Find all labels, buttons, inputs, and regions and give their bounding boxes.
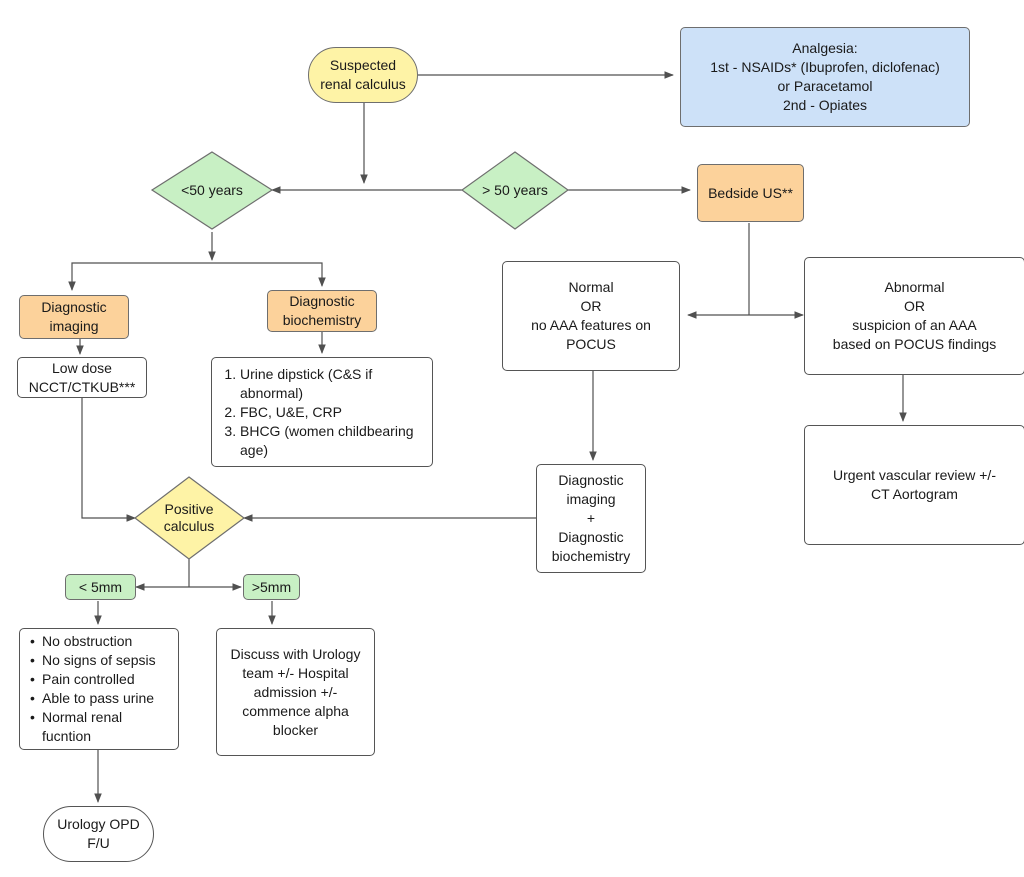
list-item: No signs of sepsis (30, 651, 172, 670)
under-5mm-node: < 5mm (65, 574, 136, 600)
conservative-criteria-node: No obstruction No signs of sepsis Pain c… (19, 628, 179, 750)
suspected-calculus-node: Suspected renal calculus (308, 47, 418, 103)
list-item: Pain controlled (30, 670, 172, 689)
biochemistry-list-node: Urine dipstick (C&S if abnormal) FBC, U&… (211, 357, 433, 467)
abnormal-pocus-node: Abnormal OR suspicion of an AAA based on… (804, 257, 1024, 375)
normal-pocus-node: Normal OR no AAA features on POCUS (502, 261, 680, 371)
bedside-us-node: Bedside US** (697, 164, 804, 222)
list-item: No obstruction (30, 632, 172, 651)
urgent-vascular-label: Urgent vascular review +/- CT Aortogram (832, 467, 996, 502)
analgesia-node: Analgesia: 1st - NSAIDs* (Ibuprofen, dic… (680, 27, 970, 127)
analgesia-label: Analgesia: 1st - NSAIDs* (Ibuprofen, dic… (710, 40, 940, 113)
list-item: BHCG (women childbearing age) (240, 422, 424, 460)
under50-diamond (150, 151, 274, 230)
over50-label: > 50 years (482, 181, 548, 198)
list-item: FBC, U&E, CRP (240, 403, 424, 422)
diagnostic-biochemistry-label: Diagnostic biochemistry (282, 293, 362, 328)
suspected-calculus-label: Suspected renal calculus (320, 57, 406, 92)
discuss-urology-label: Discuss with Urology team +/- Hospital a… (230, 645, 361, 738)
over50-diamond (460, 151, 570, 230)
under50-label: <50 years (181, 181, 243, 198)
discuss-urology-node: Discuss with Urology team +/- Hospital a… (216, 628, 375, 756)
bedside-us-label: Bedside US** (708, 184, 793, 201)
over-5mm-label: >5mm (251, 578, 292, 595)
edge-lowdose-positive (81, 398, 136, 522)
diagnostic-imaging-node: Diagnostic imaging (19, 295, 129, 339)
abnormal-pocus-label: Abnormal OR suspicion of an AAA based on… (832, 279, 997, 352)
edge-branch-imaging (68, 262, 212, 291)
imaging-biochemistry-node: Diagnostic imaging + Diagnostic biochemi… (536, 464, 646, 573)
list-item: Normal renal fucntion (30, 708, 172, 746)
positive-diamond (134, 476, 246, 560)
low-dose-ct-label: Low dose NCCT/CTKUB*** (28, 359, 136, 395)
biochemistry-list: Urine dipstick (C&S if abnormal) FBC, U&… (218, 365, 424, 460)
normal-pocus-label: Normal OR no AAA features on POCUS (531, 279, 651, 352)
low-dose-ct-node: Low dose NCCT/CTKUB*** (17, 357, 147, 398)
urology-opd-label: Urology OPD F/U (57, 816, 140, 851)
under-5mm-label: < 5mm (78, 578, 123, 595)
urology-opd-node: Urology OPD F/U (43, 806, 154, 862)
urgent-vascular-node: Urgent vascular review +/- CT Aortogram (804, 425, 1024, 545)
list-item: Urine dipstick (C&S if abnormal) (240, 365, 424, 403)
diagnostic-biochemistry-node: Diagnostic biochemistry (267, 290, 377, 332)
positive-calculus-label: Positive calculus (163, 501, 215, 534)
over-5mm-node: >5mm (243, 574, 300, 600)
list-item: Able to pass urine (30, 689, 172, 708)
edge-branch-biochem (212, 262, 326, 287)
diagnostic-imaging-label: Diagnostic imaging (41, 299, 107, 334)
conservative-criteria-list: No obstruction No signs of sepsis Pain c… (28, 632, 172, 746)
imaging-biochemistry-label: Diagnostic imaging + Diagnostic biochemi… (551, 472, 631, 564)
